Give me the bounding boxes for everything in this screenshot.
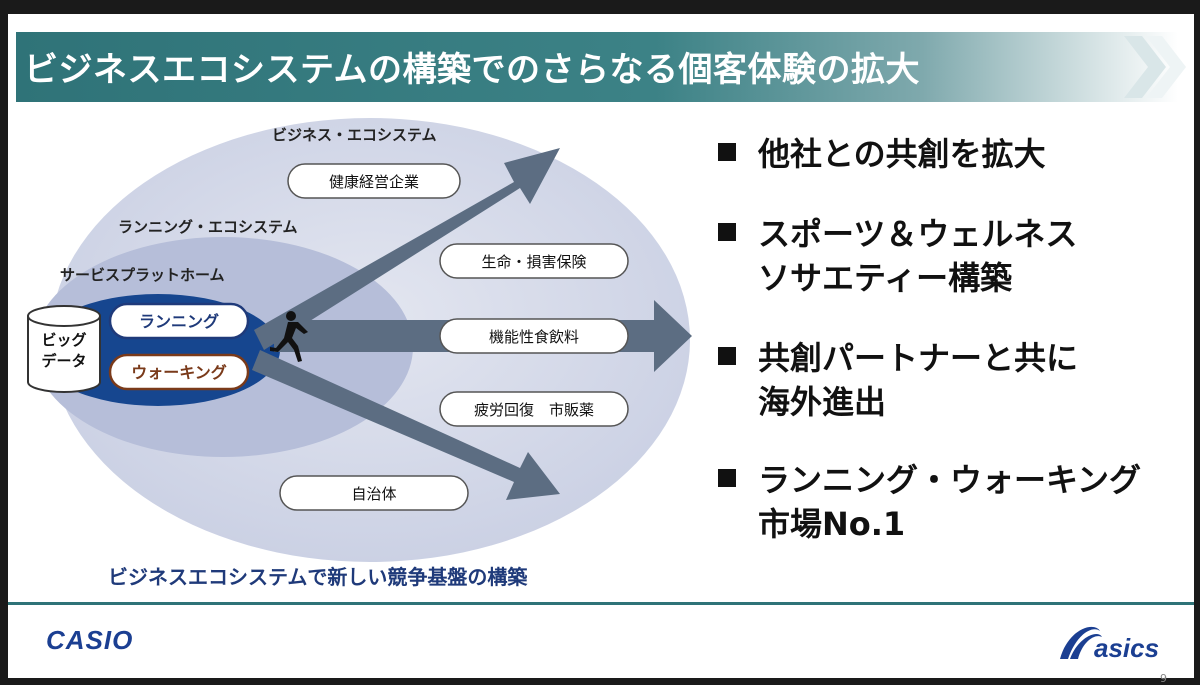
asics-logo: asics bbox=[1060, 626, 1159, 663]
pill-walking: ウォーキング bbox=[108, 353, 250, 391]
pill-health-management-label: 健康経営企業 bbox=[329, 173, 419, 191]
square-bullet-icon bbox=[718, 223, 736, 241]
service-platform-label: サービスプラットホーム bbox=[60, 266, 225, 284]
bullet-4-line-2: 市場No.1 bbox=[758, 505, 906, 543]
pill-running-label: ランニング bbox=[139, 312, 219, 331]
bullet-3-line-1: 共創パートナーと共に bbox=[758, 339, 1079, 377]
pill-insurance: 生命・損害保険 bbox=[439, 243, 629, 279]
outer-ecosystem-label: ビジネス・エコシステム bbox=[272, 126, 437, 144]
big-data-cylinder: ビッグ データ bbox=[27, 305, 101, 393]
title-bar: ビジネスエコシステムの構築でのさらなる個客体験の拡大 bbox=[16, 32, 1178, 102]
page-title: ビジネスエコシステムの構築でのさらなる個客体験の拡大 bbox=[24, 50, 920, 90]
bullet-4-line-1: ランニング・ウォーキング bbox=[758, 461, 1142, 499]
pill-functional-food-label: 機能性食飲料 bbox=[489, 328, 579, 346]
bullet-1-line-1: 他社との共創を拡大 bbox=[758, 135, 1046, 173]
asics-logo-text: asics bbox=[1094, 633, 1159, 663]
pill-health-management: 健康経営企業 bbox=[287, 163, 461, 199]
arrow-lower bbox=[252, 350, 560, 500]
bullet-2-line-2: ソサエティー構築 bbox=[758, 259, 1013, 297]
footer-divider bbox=[8, 602, 1194, 605]
square-bullet-icon bbox=[718, 469, 736, 487]
pill-local-government: 自治体 bbox=[279, 475, 469, 511]
bullet-4: ランニング・ウォーキング 市場No.1 bbox=[718, 458, 1141, 546]
page-number: 9 bbox=[1160, 672, 1167, 685]
arrow-upper bbox=[254, 148, 560, 350]
cylinder-text-line1: ビッグ bbox=[41, 331, 86, 349]
bullet-3: 共創パートナーと共に 海外進出 bbox=[718, 336, 1078, 424]
casio-logo: CASIO bbox=[46, 625, 134, 655]
bullet-2-line-1: スポーツ＆ウェルネス bbox=[758, 215, 1078, 253]
pill-walking-label: ウォーキング bbox=[131, 363, 227, 382]
chevron-right-icon bbox=[1124, 36, 1186, 98]
pill-fatigue-medicine: 疲労回復 市販薬 bbox=[439, 391, 629, 427]
square-bullet-icon bbox=[718, 143, 736, 161]
pill-insurance-label: 生命・損害保険 bbox=[481, 253, 586, 271]
ecosystem-diagram: ビジネス・エコシステム ランニング・エコシステム サービスプラットホーム ビッグ… bbox=[27, 118, 692, 562]
bullet-1: 他社との共創を拡大 bbox=[718, 132, 1046, 176]
pill-running: ランニング bbox=[108, 302, 250, 340]
pill-local-government-label: 自治体 bbox=[351, 485, 396, 503]
running-ecosystem-label: ランニング・エコシステム bbox=[118, 218, 298, 236]
cylinder-text-line2: データ bbox=[41, 352, 86, 370]
square-bullet-icon bbox=[718, 347, 736, 365]
runner-icon bbox=[270, 311, 308, 362]
pill-fatigue-medicine-label: 疲労回復 市販薬 bbox=[474, 401, 594, 419]
bullet-3-line-2: 海外進出 bbox=[758, 383, 887, 421]
diagram-caption: ビジネスエコシステムで新しい競争基盤の構築 bbox=[108, 565, 528, 589]
slide: ビジネスエコシステムの構築でのさらなる個客体験の拡大 ビジネス・エコシステム ラ… bbox=[8, 14, 1194, 685]
bullet-2: スポーツ＆ウェルネス ソサエティー構築 bbox=[718, 212, 1077, 300]
pill-functional-food: 機能性食飲料 bbox=[439, 318, 629, 354]
